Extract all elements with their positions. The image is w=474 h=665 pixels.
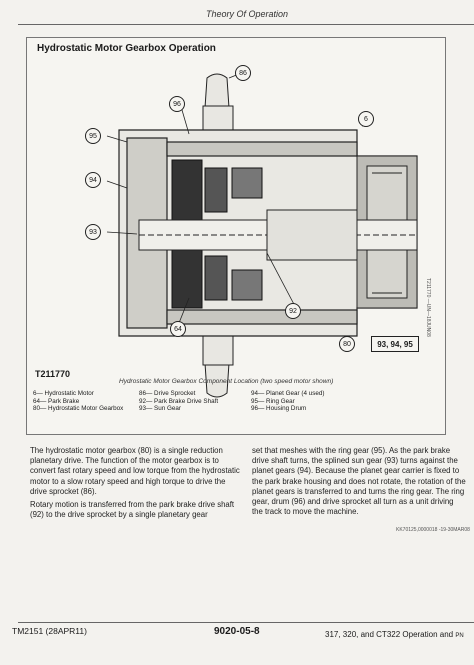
body-column-right: set that meshes with the ring gear (95).… xyxy=(252,446,466,520)
callout-93: 93 xyxy=(85,224,101,240)
callout-94: 94 xyxy=(85,172,101,188)
callout-92: 92 xyxy=(285,303,301,319)
figure-box: Hydrostatic Motor Gearbox Operation xyxy=(26,37,446,435)
gear-stacks-drawing xyxy=(171,159,263,309)
legend-column-3: 94— Planet Gear (4 used) 95— Ring Gear 9… xyxy=(251,390,325,413)
figure-title: Hydrostatic Motor Gearbox Operation xyxy=(37,43,216,54)
manual-title-text: 317, 320, and CT322 Operation and xyxy=(325,630,454,639)
body-column-left: The hydrostatic motor gearbox (80) is a … xyxy=(30,446,244,523)
legend-item: 86— Drive Sprocket xyxy=(139,390,196,397)
manual-title-tail: PN xyxy=(455,633,464,639)
figure-caption: Hydrostatic Motor Gearbox Component Loca… xyxy=(119,378,334,385)
callout-96: 96 xyxy=(169,96,185,112)
legend-item: 95— Ring Gear xyxy=(251,397,295,405)
paragraph: The hydrostatic motor gearbox (80) is a … xyxy=(30,446,240,496)
legend-column-1: 6— Hydrostatic Motor 64— Park Brake 80— … xyxy=(33,390,123,413)
page-number: 9020-05-8 xyxy=(214,626,260,637)
drive-shaft-drawing xyxy=(138,209,418,261)
figure-id: T211770 xyxy=(35,369,71,379)
callout-86: 86 xyxy=(235,65,251,81)
callout-95: 95 xyxy=(85,128,101,144)
callout-80: 80 xyxy=(339,336,355,352)
callout-box-93-94-95: 93, 94, 95 xyxy=(371,336,419,352)
legend-item: 64— Park Brake xyxy=(33,397,80,405)
paragraph: Rotary motion is transferred from the pa… xyxy=(30,500,235,520)
legend-item: 92— Park Brake Drive Shaft xyxy=(139,397,219,405)
figure-side-code: T211770 —UN—18JUN08 xyxy=(425,278,431,337)
legend-item: 80— Hydrostatic Motor Gearbox xyxy=(33,405,124,413)
gearbox-cutaway-diagram xyxy=(106,71,418,398)
callout-6: 6 xyxy=(358,111,374,127)
manual-id: TM2151 (28APR11) xyxy=(12,626,87,636)
legend-item: 96— Housing Drum xyxy=(251,405,307,413)
paragraph: set that meshes with the ring gear (95).… xyxy=(252,446,466,517)
legend-item: 94— Planet Gear (4 used) xyxy=(251,390,325,397)
legend-item: 6— Hydrostatic Motor xyxy=(33,390,94,397)
reference-code: KK70125,0000018 -19-30MAR08 xyxy=(396,527,470,533)
legend-column-2: 86— Drive Sprocket 92— Park Brake Drive … xyxy=(139,390,218,413)
callout-64: 64 xyxy=(170,321,186,337)
legend-item: 93— Sun Gear xyxy=(139,405,182,413)
footer-rule xyxy=(18,622,474,623)
section-title: Theory Of Operation xyxy=(206,9,289,19)
manual-title: 317, 320, and CT322 Operation and PN xyxy=(325,630,464,639)
header-rule xyxy=(18,24,474,25)
